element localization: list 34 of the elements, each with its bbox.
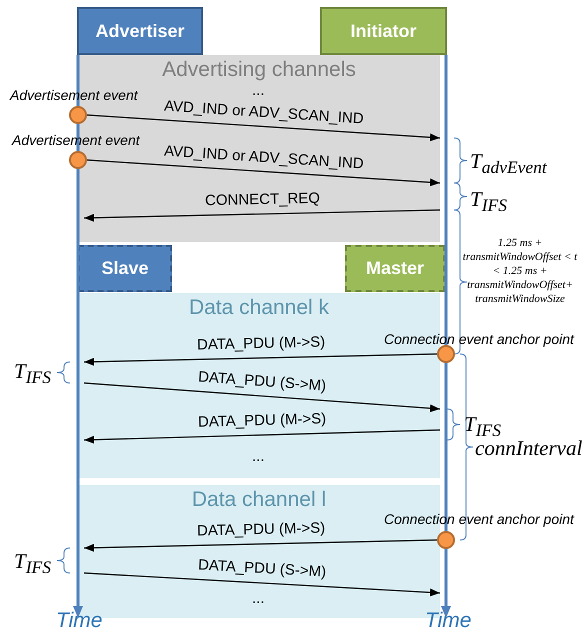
time-interval-label: T$_{IFS}$ <box>470 187 507 216</box>
band-title: Data channel k <box>188 296 330 320</box>
participant-box: Master <box>345 245 445 292</box>
participant-box: Slave <box>78 245 172 292</box>
message-arrow <box>84 209 440 222</box>
message-arrow <box>84 353 438 366</box>
message-label: AVD_IND or ADV_SCAN_IND <box>163 142 364 172</box>
participant-box: Advertiser <box>77 7 203 55</box>
ellipsis: ... <box>252 590 265 607</box>
message-arrow <box>84 382 440 412</box>
message-label: DATA_PDU (S->M) <box>198 368 327 395</box>
message-label: AVD_IND or ADV_SCAN_IND <box>163 97 364 127</box>
message-label: DATA_PDU (S->M) <box>198 556 327 581</box>
message-arrow <box>86 114 440 142</box>
message-label: CONNECT_REQ <box>204 190 320 210</box>
message-label: DATA_PDU (M->S) <box>198 410 326 431</box>
message-arrow <box>84 572 440 596</box>
message-label: DATA_PDU (M->S) <box>196 334 325 354</box>
axis-label: Time <box>56 609 102 633</box>
message-arrow <box>86 159 440 186</box>
time-interval-label: connInterval <box>475 436 582 461</box>
message-arrow <box>84 539 438 552</box>
time-interval-label: T$_{advEvent}$ <box>470 149 547 178</box>
band-title: Data channel l <box>190 488 328 512</box>
ellipsis: ... <box>252 448 265 465</box>
band-title: Advertising channels <box>161 58 357 82</box>
message-label: DATA_PDU (M->S) <box>196 520 325 540</box>
ellipsis: ... <box>252 82 265 99</box>
participant-box: Initiator <box>320 7 447 55</box>
time-interval-label: T$_{IFS}$ <box>14 549 51 578</box>
message-arrow <box>84 429 440 444</box>
timing-formula: 1.25 ms + transmitWindowOffset < t < 1.25 ms + transmitWindowOffset+ transmitWindowSize <box>462 236 578 306</box>
axis-label: Time <box>425 609 472 633</box>
time-interval-label: T$_{IFS}$ <box>14 359 51 388</box>
